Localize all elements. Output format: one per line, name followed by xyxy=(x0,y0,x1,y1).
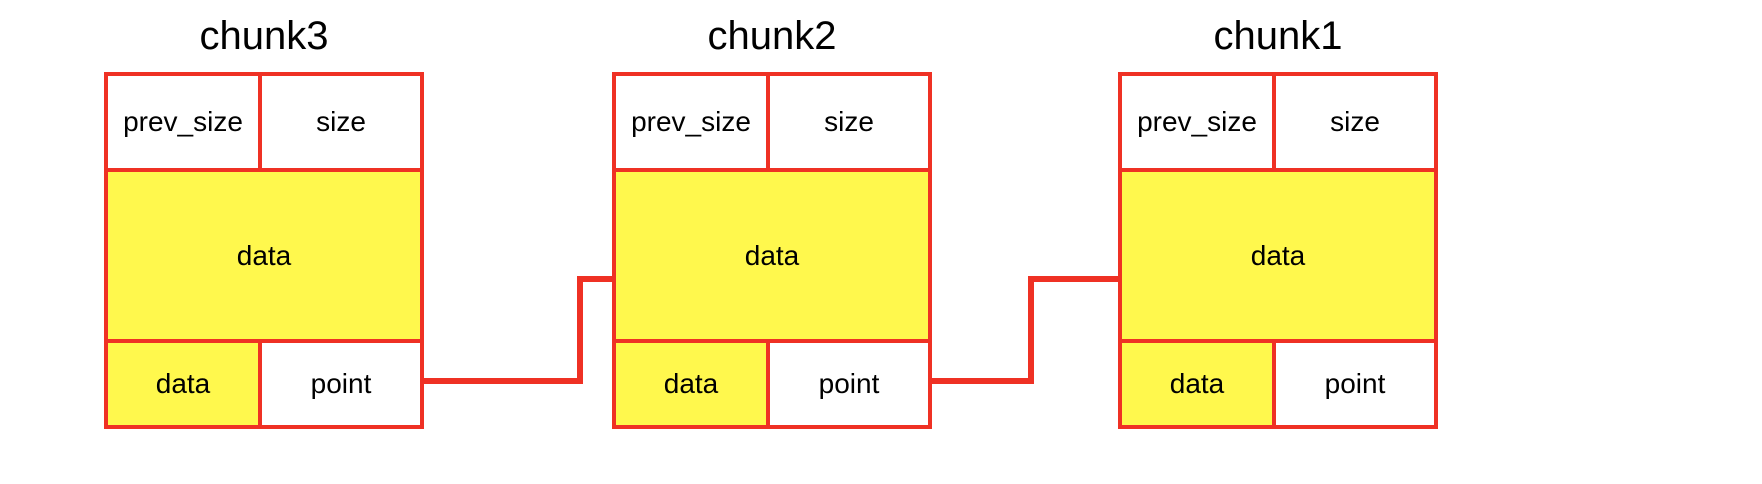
chunk2-data-cell: data xyxy=(612,168,932,343)
chunk2-point-cell: point xyxy=(770,343,928,425)
chunk3-data-small-cell: data xyxy=(108,343,262,425)
chunk1-footer-row: data point xyxy=(1118,343,1438,429)
chunk2-data-small-cell: data xyxy=(616,343,770,425)
chunk2-header-row: prev_size size xyxy=(612,72,932,168)
chunk3-prev-size-cell: prev_size xyxy=(108,76,262,168)
chunk3-footer-row: data point xyxy=(104,343,424,429)
chunk1-size-cell: size xyxy=(1330,106,1380,137)
chunk-title-chunk1: chunk1 xyxy=(1213,14,1343,58)
chunk1-prev-size-cell: prev_size xyxy=(1122,76,1276,168)
chunk1-data-small-cell: data xyxy=(1122,343,1276,425)
chunk1-data-cell: data xyxy=(1118,168,1438,343)
chunk3-point-cell: point xyxy=(262,343,420,425)
chunk-body-chunk2: prev_size size data data point xyxy=(612,72,932,429)
chunk3-header-row: prev_size size xyxy=(104,72,424,168)
chunk2-footer-row: data point xyxy=(612,343,932,429)
chunk-title-chunk3: chunk3 xyxy=(199,14,329,58)
chunk2-prev-size-cell: prev_size xyxy=(616,76,770,168)
chunk3-size-cell: size xyxy=(316,106,366,137)
chunk1-point-cell: point xyxy=(1276,343,1434,425)
chunk-body-chunk3: prev_size size data data point xyxy=(104,72,424,429)
chunk3-data-cell: data xyxy=(104,168,424,343)
chunk1-header-row: prev_size size xyxy=(1118,72,1438,168)
chunk-title-chunk2: chunk2 xyxy=(707,14,837,58)
chunk2-size-cell: size xyxy=(824,106,874,137)
chunk-body-chunk1: prev_size size data data point xyxy=(1118,72,1438,429)
